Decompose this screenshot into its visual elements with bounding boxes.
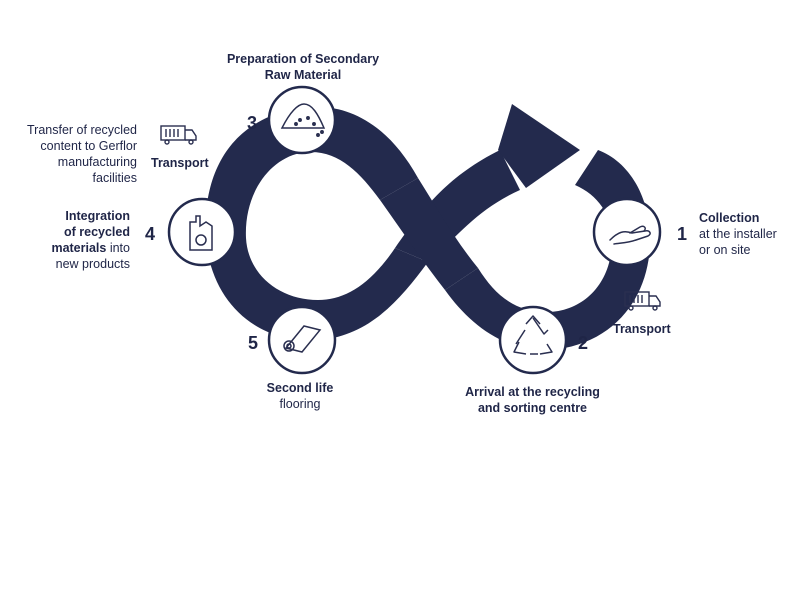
truck-icon [624,291,661,311]
step-2-label: Arrival at the recycling and sorting cen… [455,384,610,416]
step-number-4: 4 [145,224,156,244]
loop-crossing-band-2 [380,178,478,290]
step-4-last-line: new products [55,257,130,271]
step-1-label: Collection at the installer or on site [699,210,777,258]
step-number-2: 2 [578,333,589,353]
step-5-title: Second life [266,381,334,395]
step-4-label: Integration of recycled materials into n… [30,208,130,272]
step-2-title-line: Arrival at the recycling [465,385,600,399]
hand-icon [609,225,651,245]
loop-right-lobe [445,150,651,351]
step-4-regular-word: into [106,241,130,255]
step-node-5 [267,305,337,375]
recycle-icon [513,315,553,355]
transfer-note-line: manufacturing [57,155,137,169]
step-2-title-line: and sorting centre [477,401,588,415]
step-number-1: 1 [677,224,688,244]
step-1-title: Collection [699,211,760,225]
step-3-label: Preparation of Secondary Raw Material [218,51,388,83]
step-node-3 [267,85,337,155]
step-node-4 [167,197,237,267]
transfer-note-line: content to Gerflor [40,139,137,153]
step-4-title-line: Integration [65,209,130,223]
loop-arrow-head [498,104,580,188]
step-3-title-line: Raw Material [264,68,342,82]
step-1-line: at the installer [699,227,777,241]
transfer-note: Transfer of recycled content to Gerflor … [10,122,137,186]
factory-recycle-icon [189,215,213,251]
step-4-title-line: of recycled [63,225,130,239]
truck-icon [160,125,197,145]
step-4-bold-word: materials [51,241,107,255]
flooring-roll-icon [283,325,322,353]
step-node-2 [498,305,568,375]
transfer-note-line: Transfer of recycled [27,123,137,137]
step-1-line: or on site [699,243,751,257]
transfer-note-line: facilities [92,171,137,185]
infinity-loop [205,104,651,351]
granules-pile-icon [280,103,326,137]
loop-left-lobe [205,106,428,341]
step-number-3: 3 [247,113,258,133]
step-3-title-line: Preparation of Secondary [226,52,380,66]
step-5-label: Second life flooring [240,380,360,412]
step-number-5: 5 [248,333,259,353]
step-node-1 [592,197,662,267]
step-5-subtitle: flooring [279,397,321,411]
transport-label-right: Transport [613,322,671,336]
transport-label-left: Transport [151,156,209,170]
